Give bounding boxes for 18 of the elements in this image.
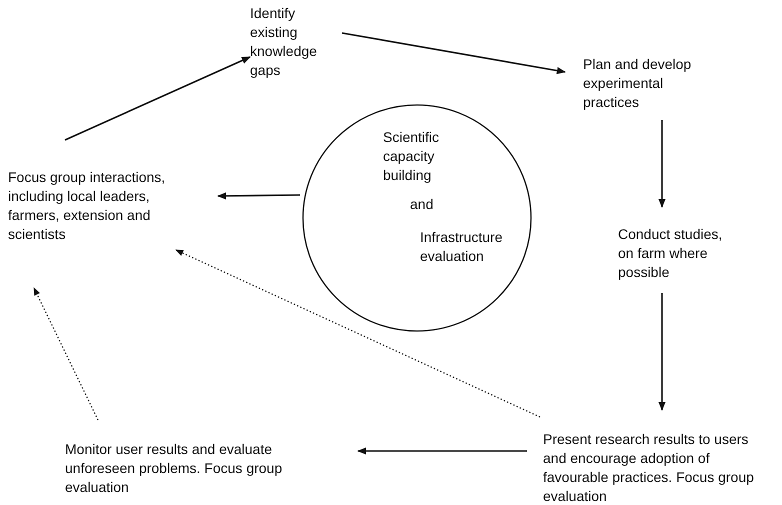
step-text: Conduct studies, on farm where possible [618,225,728,282]
step-text: Identify existing knowledge gaps [250,4,335,80]
arrow [33,287,99,420]
arrow [64,56,251,141]
arrow [342,32,566,74]
step-text: Monitor user results and evaluate unforeseen problems. Focus group evaluation [65,440,335,497]
arrow [217,192,300,200]
step-text: Scientific capacity building [383,128,440,185]
arrow [658,293,666,411]
arrow [357,447,527,455]
step-text: Focus group interactions, including local leaders, farmers, extension and scientists [8,168,203,244]
step-text: Infrastructure evaluation [420,228,504,266]
step-text: Present research results to users and encourage adoption of favourable practices. Focus group evaluation [543,430,775,505]
capacity-building-circle [302,104,532,332]
step-text: Plan and develop experimental practices [583,55,723,112]
arrow [658,120,666,208]
step-text: and [410,195,434,214]
arrow [175,249,540,418]
